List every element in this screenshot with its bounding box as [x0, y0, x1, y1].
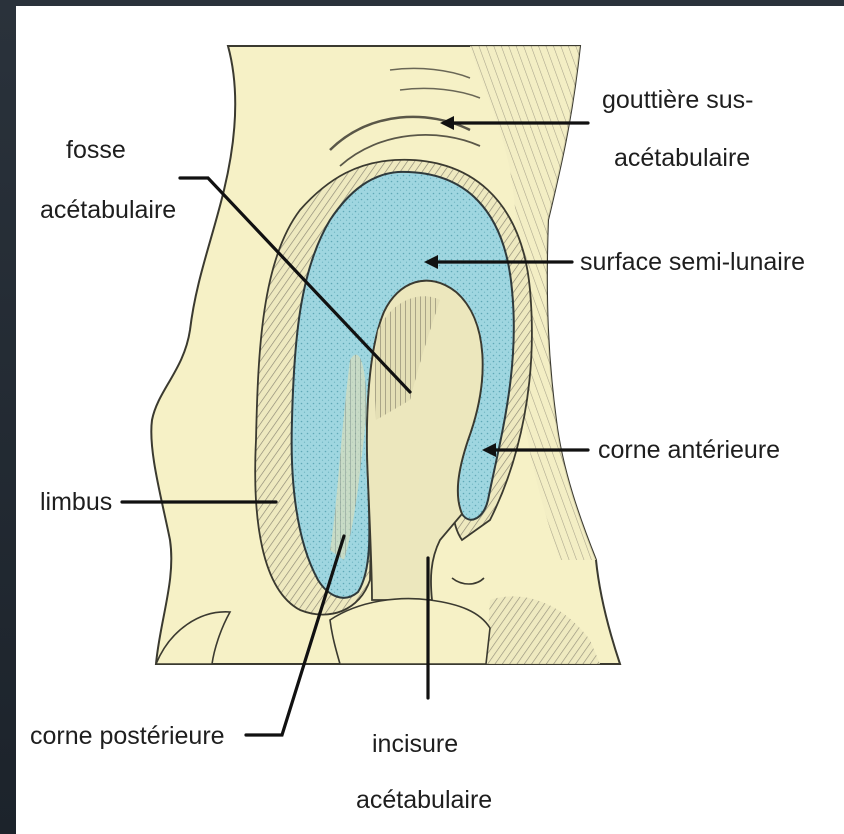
label-corne-anterieure: corne antérieure: [598, 436, 780, 464]
incisure-acetabulaire-notch: [330, 599, 490, 664]
label-incisure-line2: acétabulaire: [356, 786, 492, 814]
label-gouttiere-line1: gouttière sus-: [602, 86, 753, 114]
label-surface-semi-lunaire: surface semi-lunaire: [580, 248, 805, 276]
label-gouttiere-line2: acétabulaire: [614, 144, 750, 172]
label-fosse-line1: fosse: [66, 136, 126, 164]
label-corne-posterieure: corne postérieure: [30, 722, 225, 750]
label-incisure-line1: incisure: [372, 730, 458, 758]
label-fosse-line2: acétabulaire: [40, 196, 176, 224]
label-limbus: limbus: [40, 488, 112, 516]
